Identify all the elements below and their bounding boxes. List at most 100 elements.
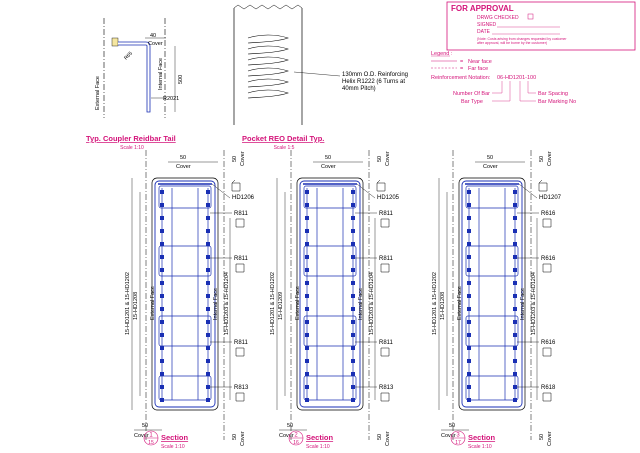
rebar-dot xyxy=(160,359,164,363)
rebar-dot xyxy=(305,190,309,194)
cover-bottom: Cover xyxy=(441,433,456,439)
external-face-label: External Face xyxy=(295,286,301,320)
rebar-dot xyxy=(351,307,355,311)
helix-coil xyxy=(247,78,289,88)
pocket-detail: 130mm O.D. Reinforcing Helix R1222 (6 Tu… xyxy=(233,4,408,151)
rebar-dot xyxy=(467,242,471,246)
dim-50-right-top: 50 xyxy=(232,156,238,162)
dim-50-top: 50 xyxy=(325,155,331,161)
rebar-dot xyxy=(160,281,164,285)
rebar-dot xyxy=(513,372,517,376)
rebar-dot xyxy=(351,281,355,285)
rebar-dot xyxy=(351,229,355,233)
approval-box xyxy=(446,1,636,51)
rebar-dot xyxy=(513,398,517,402)
rebar-dot xyxy=(160,385,164,389)
rebar-dot xyxy=(513,307,517,311)
rebar-dot xyxy=(513,333,517,337)
legend-notation-label: Reinforcement Notation: xyxy=(431,75,491,81)
dim-50-bottom: 50 xyxy=(287,423,293,429)
dim-50-bottom: 50 xyxy=(142,423,148,429)
rebar-dot xyxy=(467,229,471,233)
tie-label: R811 xyxy=(234,256,249,262)
tie-stirrup xyxy=(303,245,357,277)
cover-bottom: Cover xyxy=(134,433,149,439)
top-bar-label: HD1207 xyxy=(539,195,562,201)
pocket-scale: Scale 1:5 xyxy=(274,145,295,151)
approval-signed: SIGNED xyxy=(477,22,497,28)
coupler-external-face: External Face xyxy=(95,76,101,110)
rebar-dot xyxy=(467,203,471,207)
dim-50-top: 50 xyxy=(180,155,186,161)
coupler-internal-face: Internal Face xyxy=(158,58,164,90)
legend-far-face: Far face xyxy=(468,66,488,72)
rebar-dot xyxy=(160,216,164,220)
tie-stirrup xyxy=(465,185,519,209)
rebar-dot xyxy=(513,320,517,324)
rebar-dot xyxy=(206,320,210,324)
rebar-dot xyxy=(351,216,355,220)
legend-equals-2: = xyxy=(460,66,463,72)
legend-number-of-bar: Number Of Bar xyxy=(453,91,490,97)
bar-shape-icon xyxy=(538,179,548,192)
right-inner-label: 15-HD1203 & 15-HD1204 xyxy=(224,272,230,335)
tie-stirrup xyxy=(465,315,519,347)
rebar-dot xyxy=(351,372,355,376)
legend-bar-spacing: Bar Spacing xyxy=(538,91,568,97)
coupler-r65: R65 xyxy=(123,51,134,62)
tie-stirrup xyxy=(158,315,212,347)
section-scale: Scale 1:10 xyxy=(161,444,185,450)
tie-shape-icon xyxy=(542,218,552,228)
rebar-dot xyxy=(351,385,355,389)
rebar-dot xyxy=(206,307,210,311)
rebar-dot xyxy=(467,333,471,337)
coupler-bar-label: R2021 xyxy=(163,96,179,102)
approval-title: FOR APPROVAL xyxy=(451,4,514,13)
rebar-dot xyxy=(513,203,517,207)
tie-label: R813 xyxy=(379,385,394,391)
outer-rebar xyxy=(154,180,216,408)
legend-near-face: Near face xyxy=(468,59,492,65)
tie-shape-icon xyxy=(380,218,390,228)
rebar-dot xyxy=(305,255,309,259)
bar-shape-icon xyxy=(376,179,386,192)
rebar-dot xyxy=(351,346,355,350)
coupler-scale: Scale 1:10 xyxy=(120,145,144,151)
tie-label: R811 xyxy=(379,340,394,346)
cover-top: Cover xyxy=(176,164,191,170)
tie-stirrup xyxy=(303,375,357,401)
left-outer-label: 15-HD1201 & 15-HD1202 xyxy=(125,272,131,335)
right-inner-label: 15-HD1203 & 15-HD1204 xyxy=(369,272,375,335)
helix-coil xyxy=(247,34,289,44)
section-number: 2 xyxy=(294,433,298,439)
rebar-dot xyxy=(467,372,471,376)
rebar-dot xyxy=(160,346,164,350)
right-inner-label: 15-HD1203 & 15-HD1204 xyxy=(531,272,537,335)
tie-label: R616 xyxy=(541,211,556,217)
rebar-dot xyxy=(351,203,355,207)
rebar-dot xyxy=(160,268,164,272)
cover-right-top: Cover xyxy=(240,151,246,166)
pocket-note-1: 130mm O.D. Reinforcing xyxy=(342,72,408,78)
rebar-dot xyxy=(160,190,164,194)
rebar-dot xyxy=(305,346,309,350)
rebar-dot xyxy=(160,255,164,259)
rebar-dot xyxy=(513,216,517,220)
tie-shape-icon xyxy=(380,392,390,402)
rebar-dot xyxy=(305,242,309,246)
tie-stirrup xyxy=(158,185,212,209)
pocket-title: Pocket REO Detail Typ. xyxy=(242,134,324,143)
helix-coil xyxy=(247,56,289,66)
rebar-dot xyxy=(513,346,517,350)
rebar-dot xyxy=(467,398,471,402)
internal-face-label: Internal Face xyxy=(520,288,526,320)
tie-label: R616 xyxy=(541,256,556,262)
rebar-dot xyxy=(206,281,210,285)
dim-50-top: 50 xyxy=(487,155,493,161)
rebar-dot xyxy=(513,385,517,389)
rebar-dot xyxy=(206,359,210,363)
rebar-dot xyxy=(305,307,309,311)
coupler-bar xyxy=(118,41,151,113)
